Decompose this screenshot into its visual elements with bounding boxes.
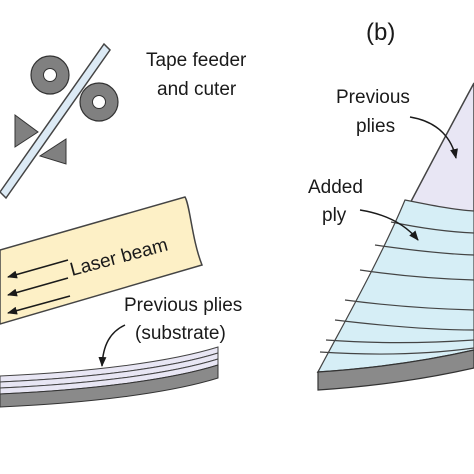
base-substrate: [317, 349, 474, 391]
roller-top: [30, 55, 70, 95]
roller-bottom: [79, 82, 119, 122]
laser-beam-band: [0, 196, 204, 325]
previous-plies-substrate-label-line2: (substrate): [135, 323, 226, 344]
added-ply-arrow: [359, 209, 419, 241]
previous-plies-arrow: [409, 116, 458, 159]
previous-plies-label-line2: plies: [356, 116, 395, 137]
tape-feeder-label-line2: and cuter: [157, 79, 237, 100]
substrate-plies: [0, 346, 219, 408]
previous-plies-label: Previous: [336, 87, 410, 108]
tape-strip: [0, 42, 111, 200]
substrate-arrow: [98, 324, 126, 367]
panel-b-label: (b): [366, 19, 395, 46]
tape-feeder-label: Tape feeder: [146, 50, 247, 71]
added-ply-label-line2: ply: [322, 205, 347, 226]
added-ply-label: Added: [308, 177, 363, 198]
laser-beam-arrows: [7, 259, 71, 315]
ply-boundaries: [319, 221, 474, 355]
cutter-blades: [14, 114, 67, 165]
previous-plies-substrate-label: Previous plies: [124, 295, 242, 316]
